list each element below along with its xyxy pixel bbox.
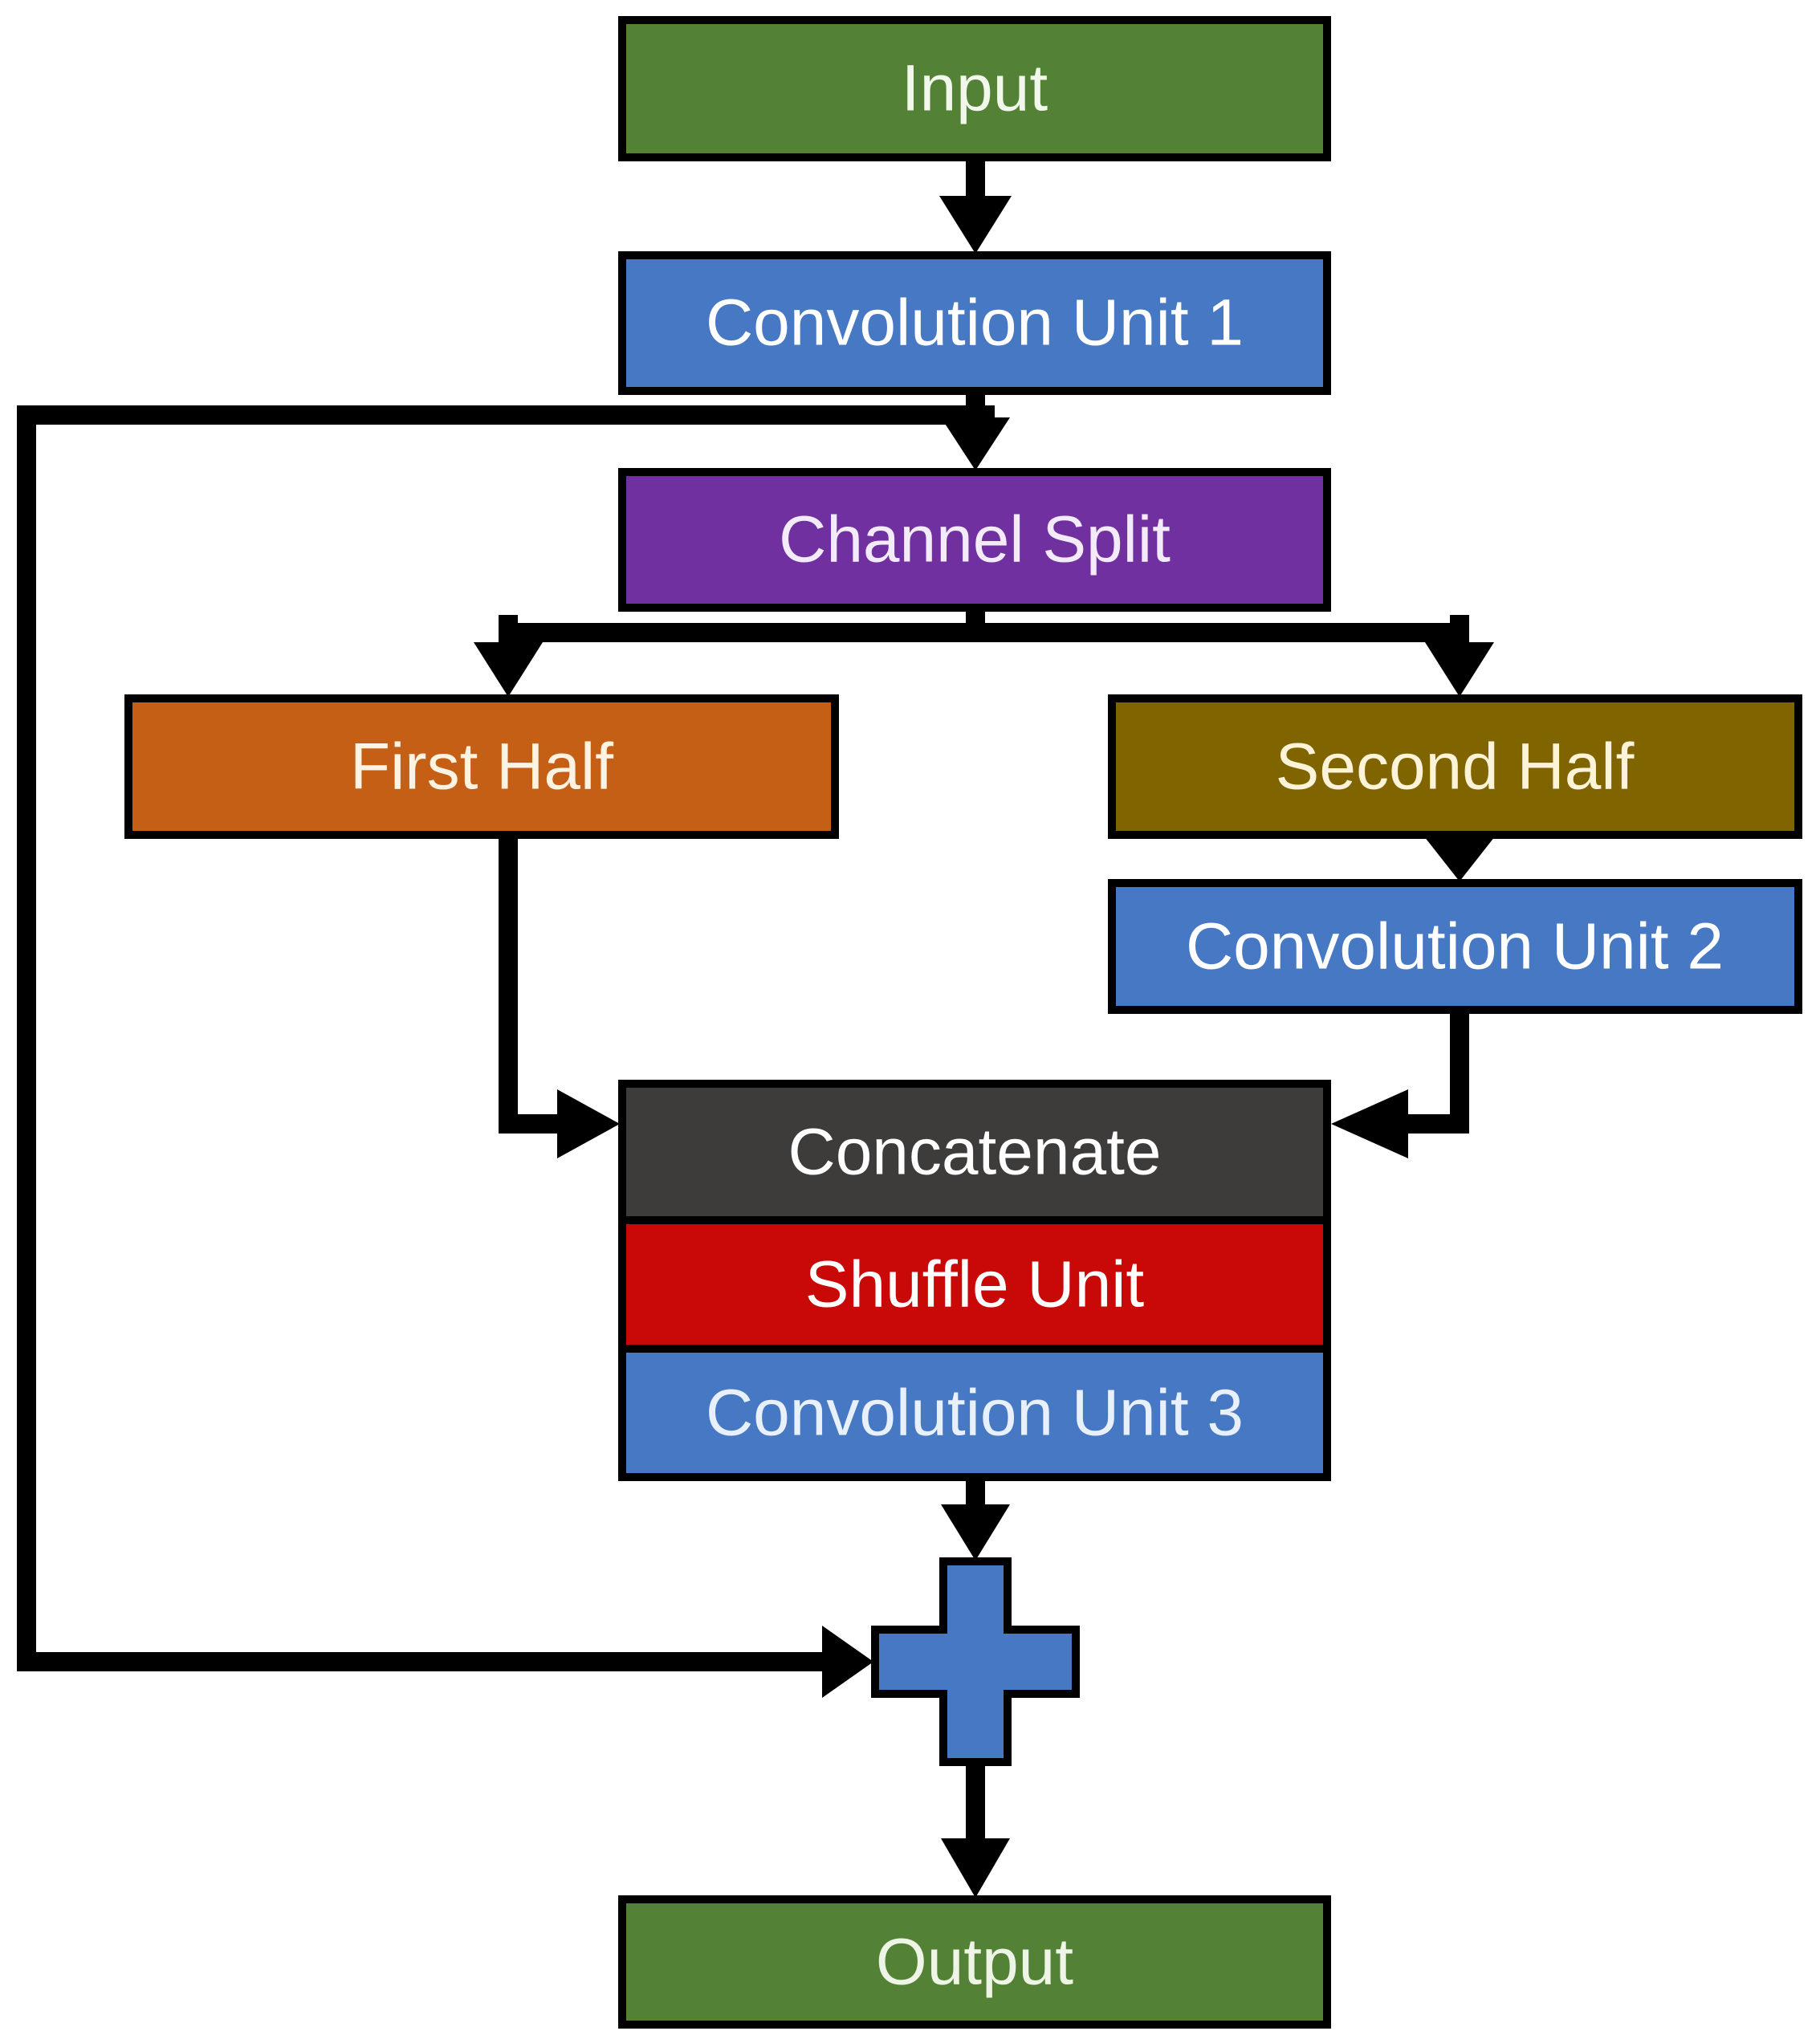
arrowheads [474, 196, 1495, 1898]
shuffle-unit-label: Shuffle Unit [805, 1248, 1145, 1321]
input-label: Input [902, 52, 1048, 125]
shuffle-unit-node [618, 1216, 1331, 1353]
output-node [618, 1895, 1331, 2029]
convolution-unit-3-node [618, 1345, 1331, 1481]
convolution-unit-1-label: Convolution Unit 1 [706, 287, 1244, 360]
arrowhead-add-output [941, 1838, 1010, 1898]
convolution-unit-2-label: Convolution Unit 2 [1186, 910, 1724, 983]
convolution-unit-3-label: Convolution Unit 3 [706, 1377, 1244, 1450]
channel-split-node [618, 468, 1331, 612]
first-half-label: First Half [350, 731, 613, 804]
output-label: Output [876, 1926, 1073, 1999]
edge-firsthalf-concatenate [499, 817, 572, 1134]
convolution-unit-1-node [618, 251, 1331, 395]
first-half-node [124, 694, 839, 839]
node-labels: Input Convolution Unit 1 Channel Split F… [350, 52, 1724, 1999]
arrowhead-input-conv1 [939, 196, 1012, 254]
edge-conv2-concatenate [1395, 994, 1469, 1134]
second-half-label: Second Half [1276, 731, 1635, 804]
second-half-node [1108, 694, 1802, 839]
arrowhead-skip-add [822, 1626, 873, 1698]
channel-split-label: Channel Split [779, 503, 1171, 576]
convolution-unit-2-node [1108, 879, 1802, 1014]
edge-conv1-add-skip [17, 405, 995, 1671]
arrowhead-split-firsthalf [474, 642, 543, 697]
add-plus-node [871, 1557, 1080, 1766]
arrowhead-conv1-channelsplit [941, 417, 1010, 470]
concatenate-label: Concatenate [788, 1116, 1161, 1189]
arrowhead-conv3-add [941, 1504, 1010, 1561]
arrowhead-secondhalf-conv2 [1424, 836, 1495, 881]
arrowhead-conv2-concatenate [1331, 1089, 1408, 1158]
arrowhead-firsthalf-concatenate [557, 1089, 620, 1158]
input-node [618, 16, 1331, 161]
arrowhead-split-secondhalf [1425, 642, 1494, 697]
node-boxes [124, 16, 1802, 2029]
